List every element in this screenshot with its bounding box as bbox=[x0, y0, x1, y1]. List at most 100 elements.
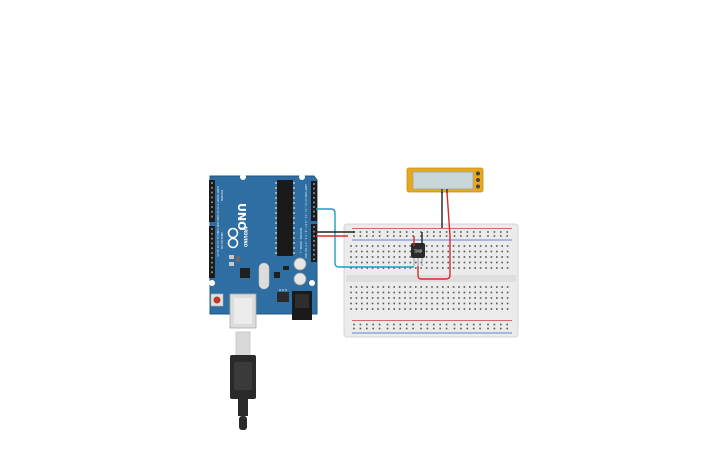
breadboard-hole[interactable] bbox=[377, 297, 379, 299]
breadboard-hole[interactable] bbox=[382, 267, 385, 269]
breadboard-hole[interactable] bbox=[393, 308, 395, 310]
breadboard-hole[interactable] bbox=[425, 302, 428, 305]
breadboard-hole[interactable] bbox=[372, 231, 374, 233]
breadboard-hole[interactable] bbox=[388, 297, 390, 299]
breadboard-hole[interactable] bbox=[355, 291, 358, 294]
breadboard-hole[interactable] bbox=[426, 235, 429, 237]
breadboard-hole[interactable] bbox=[474, 291, 476, 294]
breadboard-hole[interactable] bbox=[490, 245, 493, 247]
breadboard-hole[interactable] bbox=[420, 323, 422, 326]
tmp-temperature-sensor[interactable]: TMP bbox=[411, 243, 425, 266]
breadboard-hole[interactable] bbox=[350, 250, 352, 253]
breadboard-hole[interactable] bbox=[452, 286, 455, 288]
breadboard-hole[interactable] bbox=[409, 302, 412, 305]
breadboard-hole[interactable] bbox=[359, 231, 362, 233]
breadboard-hole[interactable] bbox=[404, 286, 406, 288]
header-pin[interactable] bbox=[211, 196, 213, 199]
breadboard-hole[interactable] bbox=[463, 302, 466, 305]
breadboard-hole[interactable] bbox=[425, 297, 428, 299]
breadboard-hole[interactable] bbox=[472, 235, 475, 237]
regulator-leg[interactable] bbox=[279, 289, 281, 291]
breadboard-hole[interactable] bbox=[350, 256, 352, 258]
breadboard-hole[interactable] bbox=[479, 308, 482, 310]
wires[interactable] bbox=[316, 191, 451, 280]
breadboard-hole[interactable] bbox=[496, 297, 498, 299]
breadboard-hole[interactable] bbox=[433, 235, 435, 237]
breadboard-hole[interactable] bbox=[460, 231, 462, 233]
header-pin[interactable] bbox=[313, 253, 315, 256]
breadboard-hole[interactable] bbox=[485, 286, 487, 288]
breadboard-hole[interactable] bbox=[382, 291, 385, 294]
breadboard-hole[interactable] bbox=[447, 250, 449, 253]
breadboard-hole[interactable] bbox=[447, 245, 449, 247]
breadboard-hole[interactable] bbox=[436, 250, 439, 253]
breadboard-hole[interactable] bbox=[404, 256, 406, 258]
chip-leg[interactable] bbox=[293, 242, 295, 244]
breadboard-hole[interactable] bbox=[366, 291, 368, 294]
breadboard-hole[interactable] bbox=[350, 291, 352, 294]
breadboard-hole[interactable] bbox=[366, 308, 368, 310]
breadboard-hole[interactable] bbox=[506, 323, 508, 326]
breadboard-hole[interactable] bbox=[453, 235, 456, 237]
breadboard-hole[interactable] bbox=[426, 231, 429, 233]
breadboard-hole[interactable] bbox=[399, 235, 402, 237]
header-pin[interactable] bbox=[211, 266, 213, 269]
breadboard-hole[interactable] bbox=[388, 267, 390, 269]
breadboard-hole[interactable] bbox=[350, 308, 352, 310]
breadboard-hole[interactable] bbox=[469, 286, 471, 288]
breadboard-hole[interactable] bbox=[359, 235, 362, 237]
breadboard-hole[interactable] bbox=[442, 286, 444, 288]
chip-leg[interactable] bbox=[293, 182, 295, 184]
breadboard-hole[interactable] bbox=[355, 256, 358, 258]
header-pin[interactable] bbox=[211, 261, 213, 264]
breadboard-hole[interactable] bbox=[404, 261, 406, 264]
breadboard-hole[interactable] bbox=[431, 291, 433, 294]
breadboard-hole[interactable] bbox=[458, 291, 460, 294]
breadboard-hole[interactable] bbox=[453, 327, 456, 330]
breadboard-hole[interactable] bbox=[436, 302, 439, 305]
breadboard-hole[interactable] bbox=[500, 231, 502, 233]
breadboard-hole[interactable] bbox=[485, 302, 487, 305]
breadboard-hole[interactable] bbox=[378, 327, 381, 330]
breadboard-hole[interactable] bbox=[433, 323, 435, 326]
breadboard-hole[interactable] bbox=[388, 256, 390, 258]
header-pin[interactable] bbox=[313, 230, 315, 233]
breadboard-hole[interactable] bbox=[496, 256, 498, 258]
breadboard-hole[interactable] bbox=[474, 302, 476, 305]
breadboard-hole[interactable] bbox=[431, 267, 433, 269]
breadboard-hole[interactable] bbox=[447, 267, 449, 269]
breadboard-hole[interactable] bbox=[479, 327, 481, 330]
breadboard-hole[interactable] bbox=[439, 323, 441, 326]
breadboard-hole[interactable] bbox=[398, 267, 401, 269]
breadboard-hole[interactable] bbox=[463, 286, 466, 288]
chip-leg[interactable] bbox=[275, 222, 277, 224]
breadboard-hole[interactable] bbox=[420, 327, 422, 330]
breadboard-hole[interactable] bbox=[420, 291, 422, 294]
breadboard-hole[interactable] bbox=[506, 286, 509, 288]
breadboard-hole[interactable] bbox=[447, 286, 449, 288]
breadboard-hole[interactable] bbox=[460, 323, 462, 326]
breadboard-hole[interactable] bbox=[350, 302, 352, 305]
breadboard-hole[interactable] bbox=[452, 291, 455, 294]
breadboard-hole[interactable] bbox=[442, 308, 444, 310]
breadboard-hole[interactable] bbox=[458, 250, 460, 253]
breadboard-hole[interactable] bbox=[485, 261, 487, 264]
breadboard-hole[interactable] bbox=[388, 286, 390, 288]
breadboard-hole[interactable] bbox=[447, 291, 449, 294]
header-pin[interactable] bbox=[313, 210, 315, 213]
breadboard-hole[interactable] bbox=[366, 231, 368, 233]
breadboard-hole[interactable] bbox=[442, 256, 444, 258]
breadboard-hole[interactable] bbox=[420, 286, 422, 288]
breadboard-hole[interactable] bbox=[382, 245, 385, 247]
breadboard-hole[interactable] bbox=[452, 302, 455, 305]
breadboard-hole[interactable] bbox=[386, 231, 389, 233]
breadboard-hole[interactable] bbox=[458, 245, 460, 247]
chip-leg[interactable] bbox=[275, 227, 277, 229]
breadboard-hole[interactable] bbox=[361, 297, 363, 299]
breadboard-hole[interactable] bbox=[404, 297, 406, 299]
header-pin[interactable] bbox=[211, 206, 213, 208]
breadboard-hole[interactable] bbox=[404, 291, 406, 294]
header-pin[interactable] bbox=[313, 235, 315, 238]
chip-leg[interactable] bbox=[275, 242, 277, 244]
breadboard-hole[interactable] bbox=[463, 261, 466, 264]
